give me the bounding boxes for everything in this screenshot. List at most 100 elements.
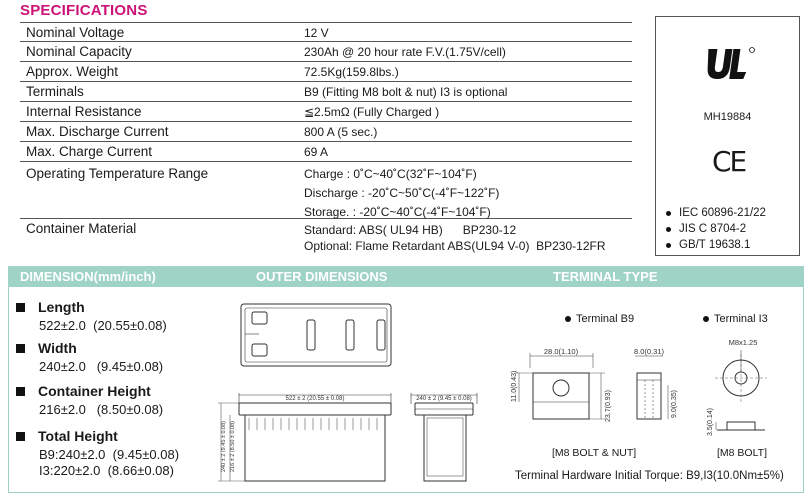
i3-thread-label: M8x1.25 — [729, 338, 758, 347]
outer-dimensions-drawing: 522 ± 2 (20.55 ± 0.08) 240 ± 2 (9.45 ± 0… — [218, 303, 478, 482]
spec-row-terminals: Terminals B9 (Fitting M8 bolt & nut) I3 … — [20, 82, 632, 102]
spec-value-line: Charge : 0˚C~40˚C(32˚F~104˚F) — [304, 167, 477, 181]
spec-value-line: 12 V — [304, 26, 329, 40]
b9-width-label: 28.0(1.10) — [544, 347, 579, 356]
spec-value-line: Standard: ABS( UL94 HB) BP230-12 — [304, 223, 517, 237]
spec-value-line: Discharge : -20˚C~50˚C(-4˚F~122˚F) — [304, 186, 500, 200]
ul-file-number: MH19884 — [703, 111, 752, 123]
spec-value: Standard: ABS( UL94 HB) BP230-12 Optiona… — [304, 219, 632, 256]
spec-row-operating-temperature: Operating Temperature Range Charge : 0˚C… — [20, 162, 632, 219]
square-bullet-icon — [16, 386, 25, 396]
spec-value: ≦2.5mΩ (Fully Charged ) — [304, 102, 632, 121]
dimension-width: Width 240±2.0 (9.45±0.08) — [16, 340, 163, 374]
bullet-icon — [666, 242, 671, 248]
total-height-dimension-label: 240 ± 2 (9.45 ± 0.08) — [221, 421, 227, 472]
spec-value-line: 800 A (5 sec.) — [304, 125, 378, 139]
spec-value-line: Storage. : -20˚C~40˚C(-4˚F~104˚F) — [304, 205, 491, 219]
spec-label: Max. Charge Current — [26, 144, 153, 159]
standard-label: JIS C 8704-2 — [679, 223, 747, 235]
dimension-heading: DIMENSION(mm/inch) — [20, 268, 156, 284]
spec-value: Charge : 0˚C~40˚C(32˚F~104˚F) Discharge … — [304, 162, 632, 219]
dimension-label: Container Height — [38, 383, 151, 399]
spec-value-line: Optional: Flame Retardant ABS(UL94 V-0) … — [304, 239, 606, 253]
dimension-value: 240±2.0 (9.45±0.08) — [39, 359, 164, 374]
b9-thickness-label: 8.0(0.31) — [634, 347, 665, 356]
dimension-label: Total Height — [38, 428, 118, 444]
dimension-total-height: Total Height B9:240±2.0 (9.45±0.08) I3:2… — [16, 428, 179, 478]
spec-row-nominal-capacity: Nominal Capacity 230Ah @ 20 hour rate F.… — [20, 42, 632, 62]
spec-value-line: 69 A — [304, 145, 329, 159]
ce-mark-icon: CE — [712, 145, 747, 178]
square-bullet-icon — [16, 343, 25, 353]
spec-value: 69 A — [304, 142, 632, 161]
b9-height2-label: 23.7(0.93) — [605, 390, 612, 422]
spec-row-nominal-voltage: Nominal Voltage 12 V — [20, 22, 632, 42]
spec-label: Container Material — [26, 221, 137, 236]
container-height-dimension-label: 216 ± 2 (8.50 ± 0.08) — [230, 421, 236, 472]
spec-value: B9 (Fitting M8 bolt & nut) I3 is optiona… — [304, 82, 632, 101]
terminal-type-heading: TERMINAL TYPE — [553, 268, 658, 284]
dimension-container-height: Container Height 216±2.0 (8.50±0.08) — [16, 383, 163, 417]
standard-item: IEC 60896-21/22 — [666, 205, 766, 221]
bullet-icon — [565, 316, 571, 323]
square-bullet-icon — [16, 302, 25, 312]
spec-value-line: B9 (Fitting M8 bolt & nut) I3 is optiona… — [304, 85, 508, 99]
b9-height3-label: 9.0(0.35) — [671, 390, 678, 418]
dimension-header-bar: DIMENSION(mm/inch) OUTER DIMENSIONS TERM… — [8, 266, 804, 286]
spec-value: 12 V — [304, 23, 632, 41]
terminal-i3-label: Terminal I3 — [714, 313, 768, 325]
length-dimension-label: 522 ± 2 (20.55 ± 0.08) — [286, 396, 345, 402]
terminal-i3-drawing — [715, 350, 767, 431]
b9-caption: [M8 BOLT & NUT] — [552, 447, 637, 459]
spec-row-approx-weight: Approx. Weight 72.5Kg(159.8lbs.) — [20, 62, 632, 82]
spec-label: Operating Temperature Range — [26, 166, 209, 181]
dimension-label: Width — [38, 340, 77, 356]
battery-front-view — [218, 393, 392, 482]
spec-value-line: 230Ah @ 20 hour rate F.V.(1.75V/cell) — [304, 45, 506, 59]
dimension-value: B9:240±2.0 (9.45±0.08) — [39, 447, 180, 462]
bullet-icon — [666, 210, 671, 216]
standard-item: GB/T 19638.1 — [666, 237, 766, 253]
spec-row-internal-resistance: Internal Resistance ≦2.5mΩ (Fully Charge… — [20, 102, 632, 122]
terminal-b9-label: Terminal B9 — [576, 313, 635, 325]
certification-box: MH19884 CE IEC 60896-21/22 JIS C 8704-2 … — [655, 16, 800, 256]
i3-height-label: 3.5(0.14) — [707, 408, 714, 436]
dimension-value: I3:220±2.0 (8.66±0.08) — [39, 463, 174, 478]
spec-value: 72.5Kg(159.8lbs.) — [304, 62, 632, 81]
terminal-b9-drawing — [515, 353, 669, 420]
dimension-length: Length 522±2.0 (20.55±0.08) — [16, 299, 167, 333]
standard-label: IEC 60896-21/22 — [679, 207, 766, 219]
dimension-value: 216±2.0 (8.50±0.08) — [39, 402, 164, 417]
battery-side-view — [410, 393, 478, 482]
terminal-i3-title: Terminal I3 — [703, 313, 768, 325]
spec-label: Nominal Voltage — [26, 25, 125, 40]
spec-value: 230Ah @ 20 hour rate F.V.(1.75V/cell) — [304, 42, 632, 61]
dimension-panel — [8, 286, 804, 493]
square-bullet-icon — [16, 431, 25, 441]
spec-label: Max. Discharge Current — [26, 124, 169, 139]
specifications-table: Nominal Voltage 12 V Nominal Capacity 23… — [20, 22, 632, 256]
torque-note: Terminal Hardware Initial Torque: B9,I3(… — [515, 470, 784, 482]
outer-dimensions-heading: OUTER DIMENSIONS — [256, 268, 388, 284]
standards-list: IEC 60896-21/22 JIS C 8704-2 GB/T 19638.… — [666, 205, 766, 253]
spec-label: Terminals — [26, 84, 84, 99]
terminal-b9-title: Terminal B9 — [565, 313, 634, 325]
spec-value: 800 A (5 sec.) — [304, 122, 632, 141]
bullet-icon — [703, 316, 709, 323]
spec-row-container-material: Container Material Standard: ABS( UL94 H… — [20, 219, 632, 256]
b9-height1-label: 11.0(0.43) — [511, 371, 518, 402]
spec-label: Internal Resistance — [26, 104, 142, 119]
specifications-title: SPECIFICATIONS — [20, 2, 148, 19]
spec-value-line: 72.5Kg(159.8lbs.) — [304, 65, 399, 79]
spec-label: Approx. Weight — [26, 64, 119, 79]
spec-label: Nominal Capacity — [26, 44, 132, 59]
ul-recognized-icon — [707, 47, 755, 79]
spec-row-max-discharge: Max. Discharge Current 800 A (5 sec.) — [20, 122, 632, 142]
dimension-label: Length — [38, 299, 85, 315]
terminal-drawings: 28.0(1.10) 8.0(0.31) 11.0(0.43) 23.7(0.9… — [511, 338, 767, 436]
bullet-icon — [666, 226, 671, 232]
battery-top-view — [240, 303, 392, 367]
standard-item: JIS C 8704-2 — [666, 221, 766, 237]
dimension-value: 522±2.0 (20.55±0.08) — [39, 318, 167, 333]
i3-caption: [M8 BOLT] — [717, 447, 767, 459]
